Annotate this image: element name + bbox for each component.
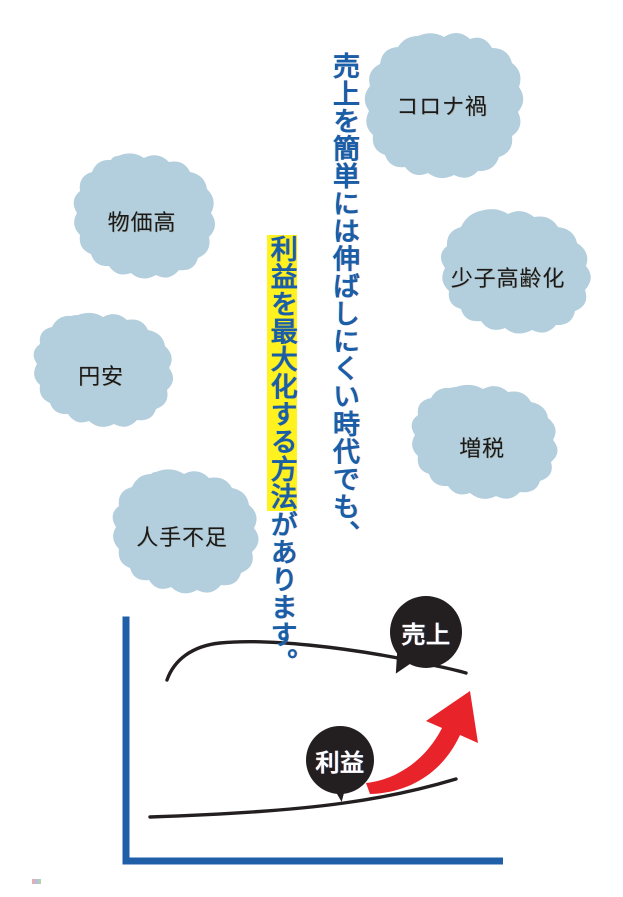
headline-line-1: 売上を簡単には伸ばしにくい時代でも、 — [329, 52, 359, 548]
headline: 売上を簡単には伸ばしにくい時代でも、 利益を最大化する方法があります。 — [248, 52, 359, 676]
growth-arrow-icon — [366, 691, 478, 794]
sales-bubble: 売上 — [390, 596, 462, 668]
headline-line-2: 利益を最大化する方法があります。 — [237, 52, 324, 676]
sales-bubble-label: 売上 — [401, 621, 451, 649]
profit-bubble-label: 利益 — [315, 749, 365, 777]
headline-line-2-plain: があります。 — [266, 510, 297, 676]
keyword-blob-label: 少子高齢化 — [450, 266, 566, 291]
profit-bubble: 利益 — [306, 726, 374, 794]
corner-artifact — [32, 879, 41, 884]
keyword-blob-bukkadaka: 物価高 — [62, 150, 222, 292]
keyword-blob-label: コロナ禍 — [396, 94, 488, 119]
keyword-blob-label: 増税 — [459, 436, 505, 461]
blob-shape-icon — [364, 32, 524, 179]
keyword-blob-enyasu: 円安 — [22, 310, 180, 440]
blob-shape-icon — [33, 312, 174, 427]
keyword-blob-corona: コロナ禍 — [358, 30, 526, 180]
blob-shape-icon — [411, 384, 558, 499]
blob-shape-icon — [112, 469, 259, 594]
keyword-blob-shoushi: 少子高齢化 — [418, 206, 598, 348]
blob-shape-icon — [440, 209, 591, 334]
keyword-blob-label: 人手不足 — [136, 525, 228, 550]
headline-highlight: 利益を最大化する方法 — [266, 235, 297, 511]
keyword-blob-zouzei: 増税 — [398, 382, 566, 512]
keyword-blob-label: 円安 — [78, 364, 124, 389]
chart-axis — [122, 616, 503, 865]
profit-curve — [148, 777, 458, 819]
keyword-blob-label: 物価高 — [107, 210, 177, 235]
keyword-blob-hitodebusoku: 人手不足 — [98, 466, 266, 606]
blob-shape-icon — [73, 153, 216, 279]
